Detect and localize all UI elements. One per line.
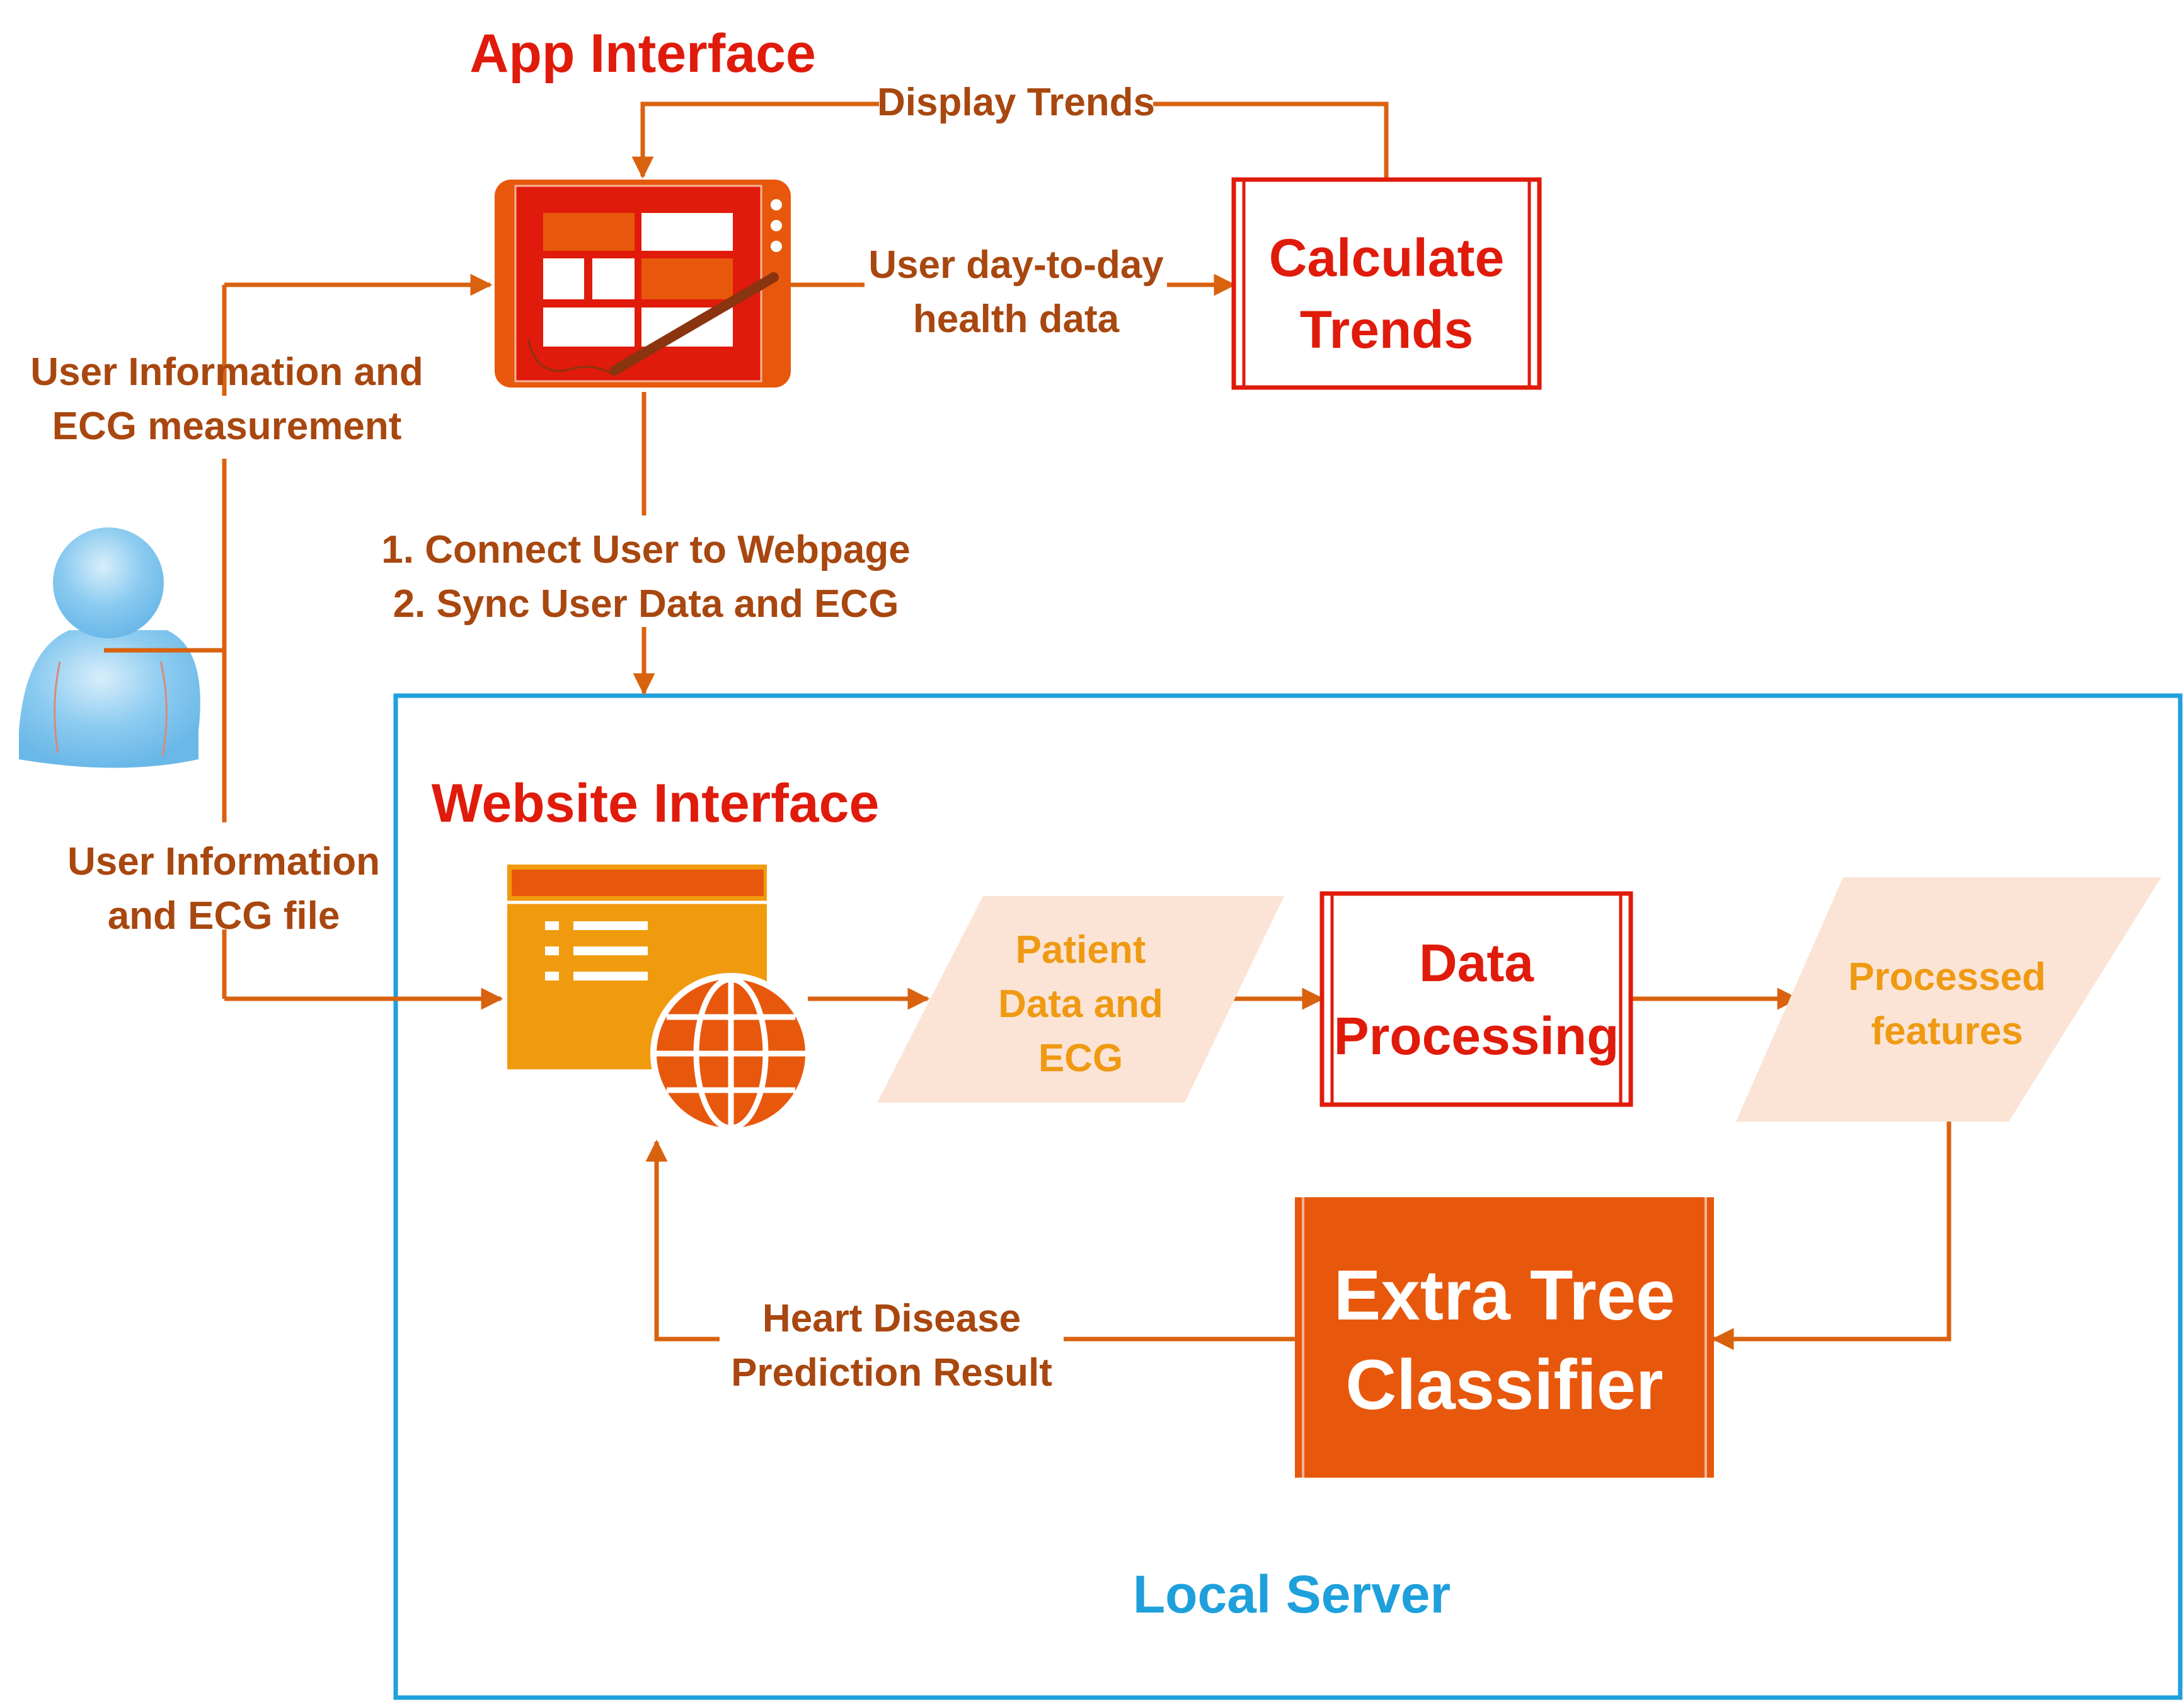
user-to-web-line1: User Information	[67, 840, 381, 883]
tablet-icon	[495, 180, 791, 388]
data-processing-label: Data Processing	[1332, 926, 1621, 1072]
processed-features-parallelogram	[1736, 877, 2161, 1122]
health-data-line1: User day-to-day	[868, 243, 1164, 287]
connectors	[104, 101, 1951, 1350]
sync-line1: 1. Connect User to Webpage	[381, 528, 911, 572]
website-interface-title: Website Interface	[431, 773, 880, 834]
user-to-web-label: User Information and ECG file	[50, 835, 397, 943]
person-icon	[19, 527, 200, 768]
display-trends-arrow	[631, 101, 879, 179]
patient-data-line3: ECG	[1038, 1037, 1124, 1080]
processed-features-label: Processed features	[1802, 950, 2092, 1059]
data-processing-line1: Data	[1418, 933, 1534, 992]
app-interface-title: App Interface	[469, 23, 816, 84]
web-browser-globe-icon	[507, 865, 812, 1134]
patient-data-line2: Data and	[998, 982, 1163, 1026]
health-data-line2: health data	[912, 297, 1120, 341]
data-processing-box	[1319, 891, 1633, 1107]
user-to-web-line2: and ECG file	[107, 894, 340, 938]
classifier-line2: Classifier	[1345, 1345, 1664, 1424]
extra-tree-classifier-box	[1295, 1197, 1714, 1478]
user-to-app-line2: ECG measurement	[52, 405, 402, 448]
classifier-line1: Extra Tree	[1333, 1256, 1675, 1335]
local-server-label: Local Server	[1132, 1565, 1451, 1624]
local-server-frame	[393, 693, 2183, 1700]
extra-tree-classifier-label: Extra Tree Classifier	[1303, 1251, 1706, 1430]
display-trends-label: Display Trends	[876, 81, 1156, 124]
sync-line2: 2. Sync User Data and ECG	[393, 582, 899, 626]
calculate-trends-box	[1231, 177, 1542, 390]
calculate-trends-line2: Trends	[1299, 300, 1474, 359]
display-trends-right	[1153, 101, 1389, 180]
result-arrow	[645, 1139, 720, 1342]
processed-features-line2: features	[1871, 1009, 2023, 1053]
patient-data-label: Patient Data and ECG	[951, 923, 1210, 1086]
processed-features-line1: Processed	[1848, 955, 2046, 999]
user-to-app-line1: User Information and	[30, 350, 423, 394]
prediction-result-line1: Heart Disease	[762, 1297, 1021, 1340]
user-to-app-label: User Information and ECG measurement	[13, 345, 441, 454]
health-data-label: User day-to-day health data	[857, 238, 1175, 347]
data-processing-line2: Processing	[1333, 1006, 1619, 1066]
patient-data-line1: Patient	[1015, 928, 1146, 972]
features-to-classifier-arrow	[1711, 1122, 1951, 1350]
sync-label: 1. Connect User to Webpage 2. Sync User …	[362, 523, 929, 631]
calculate-trends-label: Calculate Trends	[1244, 222, 1529, 365]
prediction-result-line2: Prediction Result	[731, 1351, 1052, 1394]
prediction-result-label: Heart Disease Prediction Result	[712, 1292, 1071, 1400]
calculate-trends-line1: Calculate	[1268, 228, 1505, 287]
patient-data-parallelogram	[877, 896, 1284, 1103]
